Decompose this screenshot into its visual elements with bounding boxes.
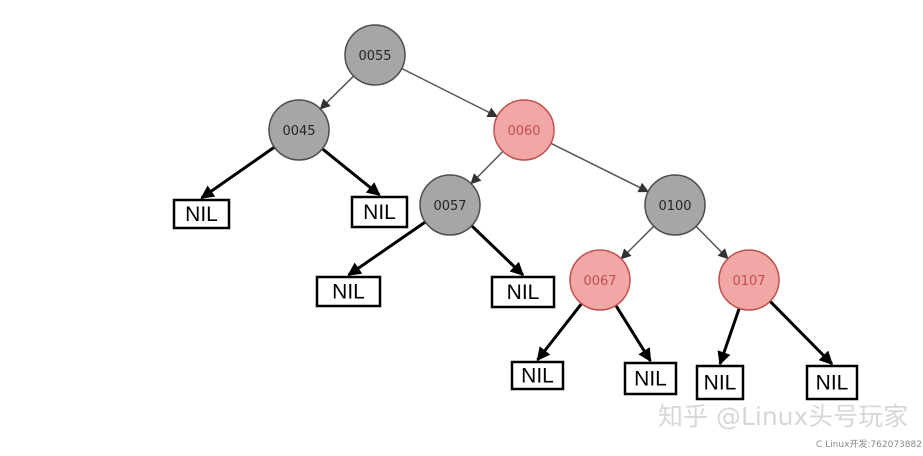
nil-box (490, 275, 556, 309)
edge-n0107-nil8 (769, 300, 834, 366)
nil-box (623, 361, 678, 396)
node-key-label: 0067 (583, 274, 616, 289)
tree-nodes: 0055 0045 0060 0057 0100 0067 0107 (268, 24, 780, 311)
node-key-label: 0107 (732, 274, 765, 289)
edge-n0107-nil7 (717, 307, 741, 366)
node-key-label: 0057 (433, 199, 466, 214)
nil-leaf: NIL (315, 275, 382, 308)
node-circle (344, 24, 406, 86)
node-circle (419, 174, 481, 236)
nil-box (315, 275, 382, 308)
tree-node-0060: 0060 (493, 99, 555, 161)
tree-edges (200, 67, 834, 366)
edge-n0055-n0045 (319, 75, 355, 110)
edge-n0100-n0107 (695, 225, 729, 260)
nil-leaf: NIL (350, 195, 409, 229)
nil-box (172, 198, 231, 230)
node-key-label: 0055 (358, 49, 391, 64)
edge-n0100-n0067 (620, 225, 655, 260)
edge-n0060-n0057 (470, 150, 504, 185)
node-key-label: 0100 (658, 199, 691, 214)
edge-n0045-nil1 (200, 145, 276, 200)
nil-box (510, 360, 565, 391)
watermark-small: C Linux开发:762073882 (816, 440, 922, 450)
tree-node-0057: 0057 (419, 174, 481, 236)
watermark-main: 知乎 @Linux头号玩家 (658, 402, 909, 431)
tree-node-0055: 0055 (344, 24, 406, 86)
nil-label: NIL (185, 203, 218, 226)
nil-label: NIL (507, 281, 540, 304)
nil-label: NIL (332, 281, 365, 304)
node-circle (493, 99, 555, 161)
nil-label: NIL (704, 372, 737, 395)
nil-leaf: NIL (490, 275, 556, 309)
edge-n0057-nil4 (470, 224, 525, 277)
nil-box (350, 195, 409, 229)
tree-node-0100: 0100 (644, 174, 706, 236)
edge-n0057-nil3 (347, 220, 427, 277)
node-circle (268, 99, 330, 161)
tree-node-0067: 0067 (569, 249, 631, 311)
edge-n0060-n0100 (550, 142, 650, 193)
tree-node-0045: 0045 (268, 99, 330, 161)
nil-box (805, 364, 859, 401)
nil-leaf: NIL (172, 198, 231, 230)
node-key-label: 0045 (282, 124, 315, 139)
nil-label: NIL (816, 372, 849, 395)
nil-leaves: NIL NIL NIL NIL NIL NIL NIL NIL (172, 195, 859, 401)
edge-n0067-nil5 (536, 302, 583, 362)
nil-box (695, 364, 745, 401)
node-circle (569, 249, 631, 311)
nil-label: NIL (521, 365, 554, 388)
nil-leaf: NIL (695, 364, 745, 401)
nil-leaf: NIL (805, 364, 859, 401)
edge-n0067-nil6 (614, 304, 652, 363)
nil-leaf: NIL (623, 361, 678, 396)
tree-node-0107: 0107 (718, 249, 780, 311)
node-key-label: 0060 (507, 124, 540, 139)
nil-label: NIL (363, 201, 396, 224)
nil-label: NIL (634, 368, 667, 391)
nil-leaf: NIL (510, 360, 565, 391)
edge-n0045-nil2 (321, 147, 381, 197)
node-circle (718, 249, 780, 311)
node-circle (644, 174, 706, 236)
edge-n0055-n0060 (401, 67, 499, 118)
